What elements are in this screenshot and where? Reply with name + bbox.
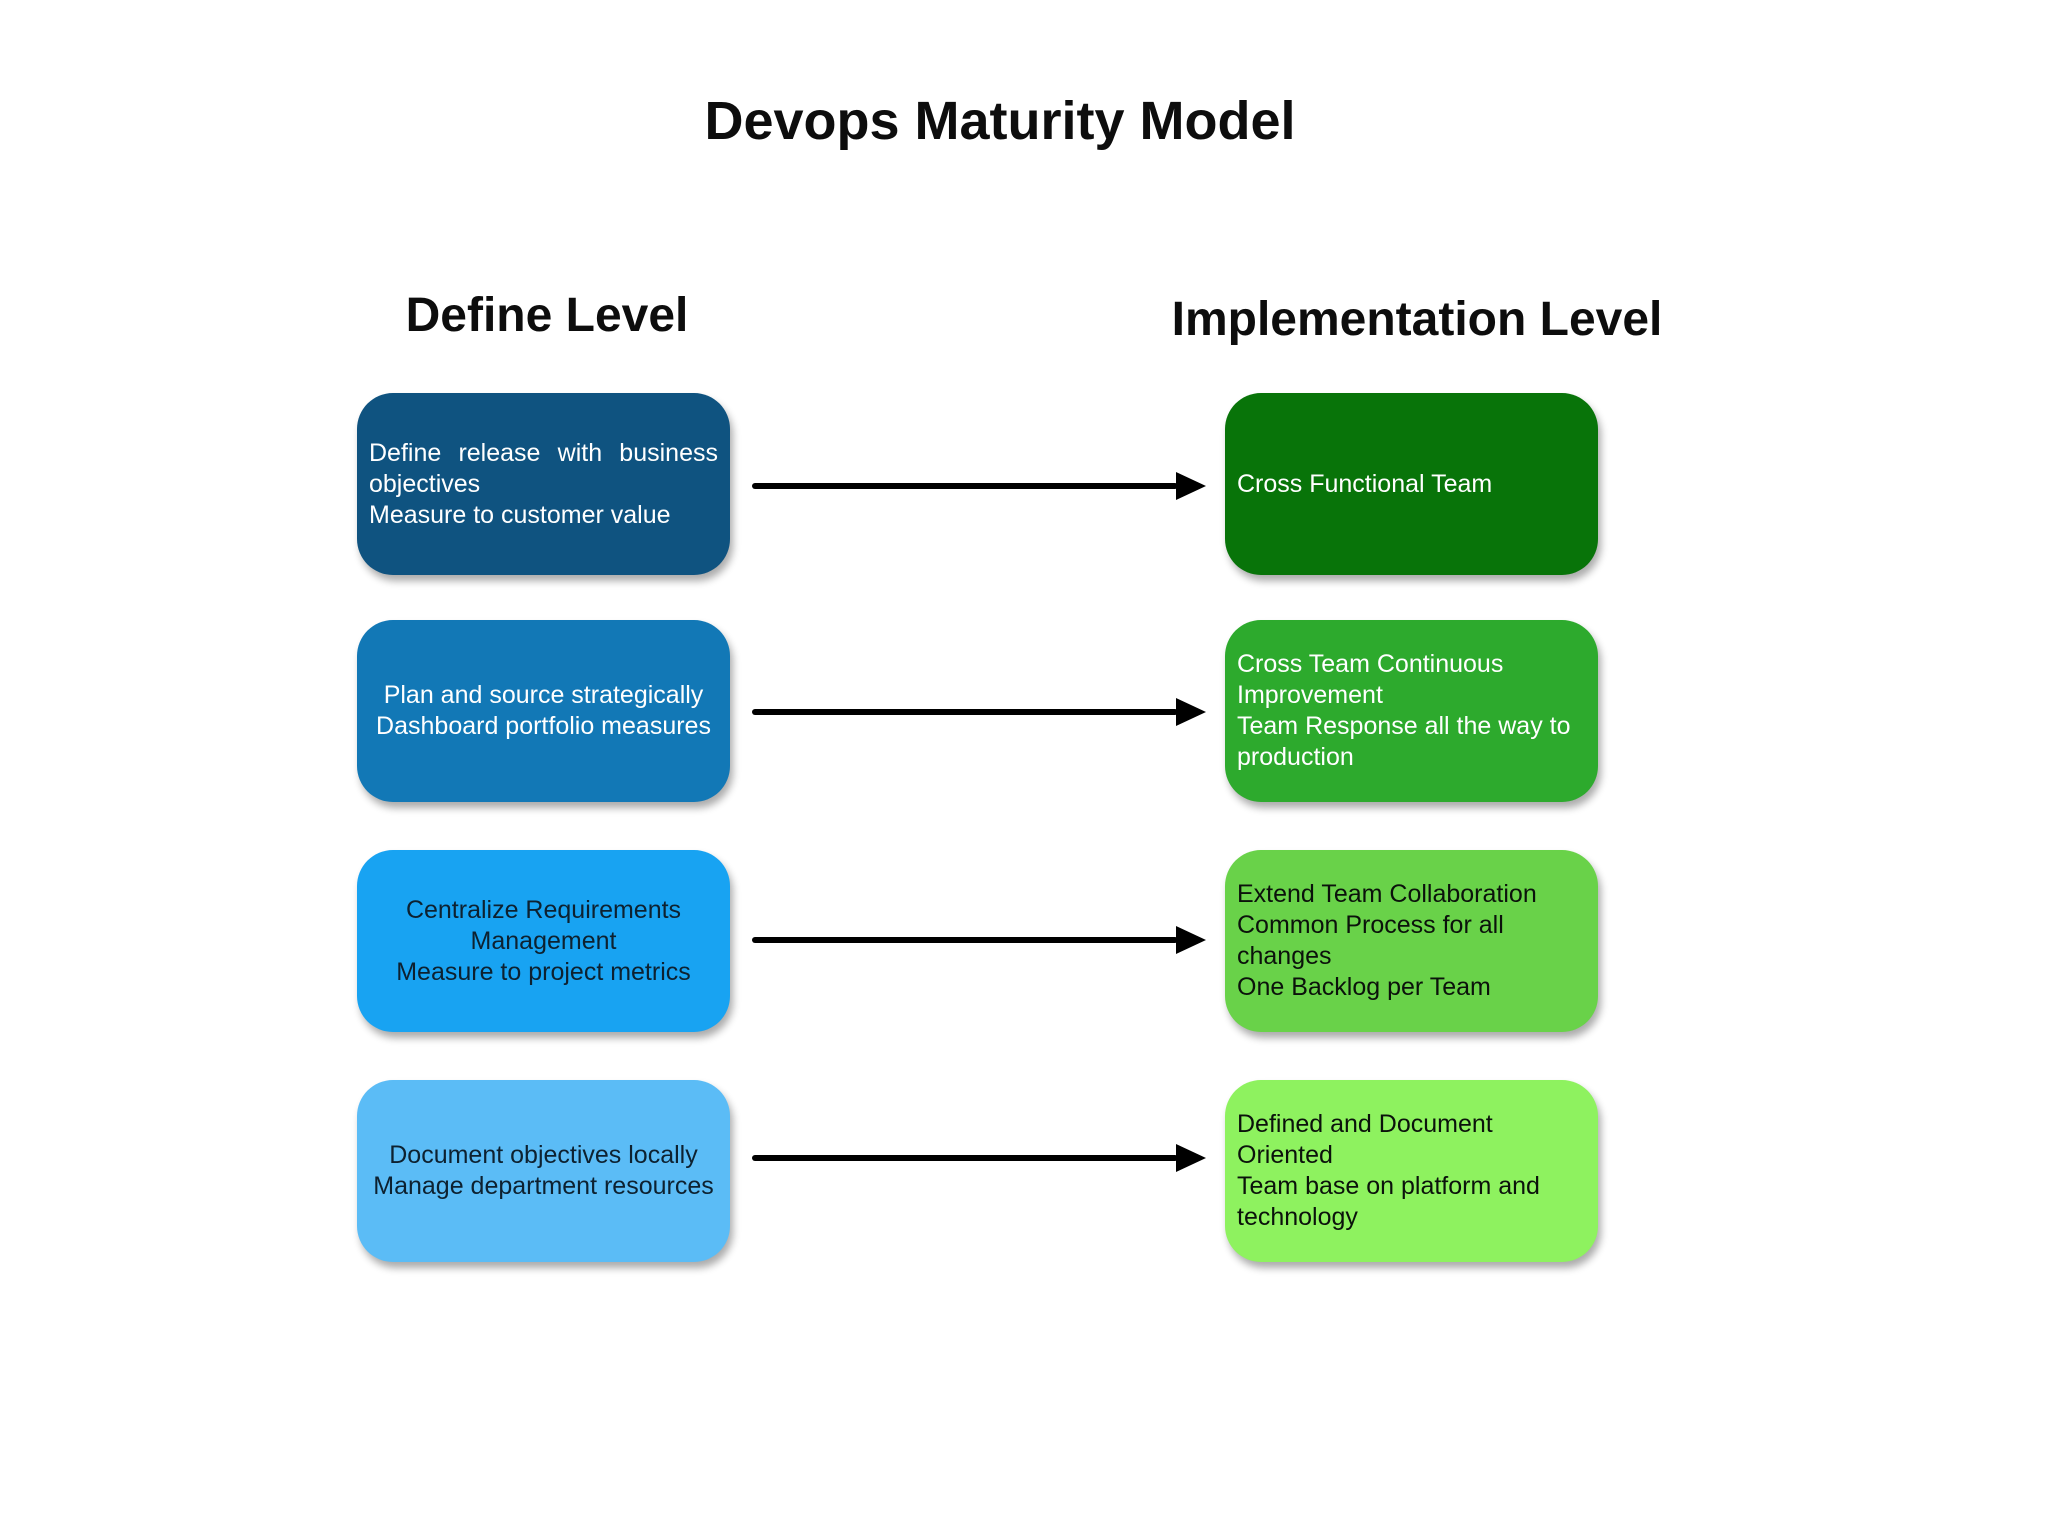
define-box-1-line-1: Define release with business <box>369 438 718 469</box>
define-box-1-word: Define <box>369 438 442 467</box>
arrow-shaft <box>752 1155 1178 1161</box>
define-box-4-line-2: Manage department resources <box>373 1172 714 1200</box>
define-box-1-line-2: objectives <box>369 469 481 498</box>
arrowhead-icon <box>1176 472 1206 500</box>
arrow-shaft <box>752 709 1178 715</box>
define-box-1-word: release <box>458 438 541 467</box>
implementation-box-4-line-2: Oriented <box>1237 1141 1333 1169</box>
implementation-box-4-line-4: technology <box>1237 1203 1358 1231</box>
implementation-box-3-line-4: One Backlog per Team <box>1237 973 1491 1001</box>
define-box-2-line-2: Dashboard portfolio measures <box>376 712 711 740</box>
define-box-1-word: business <box>619 438 718 467</box>
define-box-1-line-3: Measure to customer value <box>369 500 671 529</box>
arrowhead-icon <box>1176 698 1206 726</box>
implementation-box-4-line-3: Team base on platform and <box>1237 1172 1540 1200</box>
arrowhead-icon <box>1176 926 1206 954</box>
implementation-box-2-line-1: Cross Team Continuous <box>1237 650 1504 678</box>
define-level-header: Define Level <box>405 289 689 342</box>
define-box-4-line-1: Document objectives locally <box>389 1141 698 1169</box>
implementation-box-2-line-3: Team Response all the way to <box>1237 712 1571 740</box>
implementation-box-1-line-1: Cross Functional Team <box>1237 469 1493 498</box>
define-box-3-line-2: Management <box>470 926 617 955</box>
diagram-title: Devops Maturity Model <box>704 91 1296 151</box>
implementation-box-3-line-2: Common Process for all <box>1237 911 1504 939</box>
implementation-level-header: Implementation Level <box>1171 293 1663 346</box>
implementation-box-2-line-2: Improvement <box>1237 681 1383 709</box>
arrow-shaft <box>752 937 1178 943</box>
define-box-3-line-3: Measure to project metrics <box>396 957 691 986</box>
arrow-shaft <box>752 483 1178 489</box>
arrowhead-icon <box>1176 1144 1206 1172</box>
implementation-box-3-line-3: changes <box>1237 942 1332 970</box>
define-box-1-word: with <box>557 438 603 467</box>
implementation-box-1: Cross Functional Team <box>1225 393 1598 575</box>
implementation-box-3-line-1: Extend Team Collaboration <box>1237 880 1537 908</box>
define-box-2-line-1: Plan and source strategically <box>383 681 704 709</box>
define-box-3-line-1: Centralize Requirements <box>405 895 682 924</box>
implementation-box-2-line-4: production <box>1237 743 1354 771</box>
implementation-box-4-line-1: Defined and Document <box>1237 1110 1493 1138</box>
